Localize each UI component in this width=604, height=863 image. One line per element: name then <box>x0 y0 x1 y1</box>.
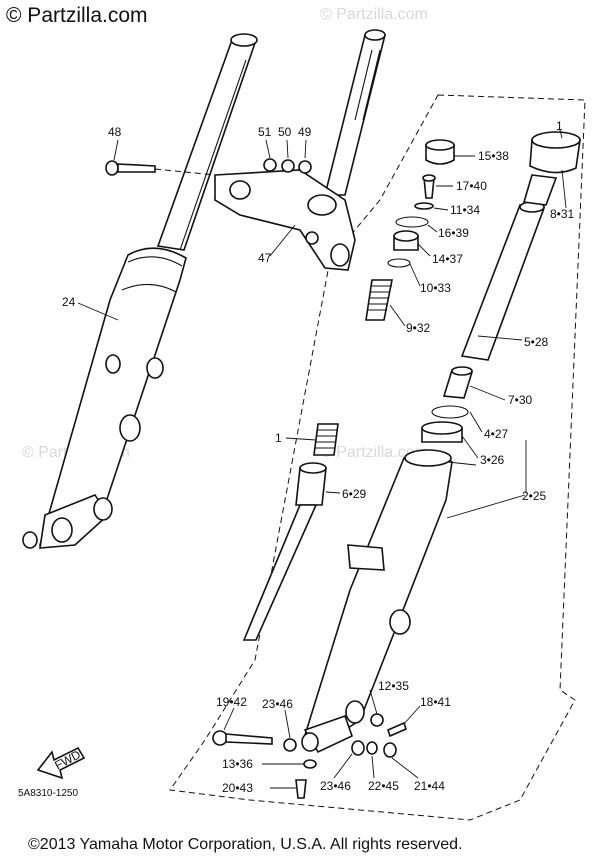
oil-seal-3-26[interactable] <box>421 421 463 443</box>
callout-4-27[interactable]: 4•27 <box>484 427 509 441</box>
callout-20-43[interactable]: 20•43 <box>222 781 253 795</box>
callout-12-35[interactable]: 12•35 <box>378 679 409 693</box>
washers-49-50-51[interactable] <box>263 158 312 174</box>
cap-bolt-14-37[interactable] <box>393 230 419 251</box>
under-bracket[interactable] <box>214 29 387 271</box>
cap-8-31[interactable] <box>529 131 581 174</box>
washer-22-45[interactable] <box>366 741 378 755</box>
callout-17-40[interactable]: 17•40 <box>456 179 487 193</box>
left-fork-assembly[interactable] <box>22 33 258 549</box>
copyright-notice: ©2013 Yamaha Motor Corporation, U.S.A. A… <box>28 836 463 853</box>
callout-7-30[interactable]: 7•30 <box>508 393 533 407</box>
callout-5-28[interactable]: 5•28 <box>524 335 549 349</box>
callout-23-46-right[interactable]: 23•46 <box>320 779 351 793</box>
nut-21-44[interactable] <box>383 742 397 758</box>
watermark-mid-center: © Partzilla.com <box>320 444 428 461</box>
callout-16-39[interactable]: 16•39 <box>438 226 469 240</box>
valve-17-40[interactable] <box>422 174 436 199</box>
circlip-16-39[interactable] <box>395 216 429 228</box>
callout-14-37[interactable]: 14•37 <box>432 252 463 266</box>
callout-6-29[interactable]: 6•29 <box>342 487 367 501</box>
fwd-arrow-icon <box>36 746 86 780</box>
callout-51[interactable]: 51 <box>258 125 272 139</box>
cap-15-38[interactable] <box>425 139 455 165</box>
callout-47[interactable]: 47 <box>258 251 272 265</box>
spring-9-32[interactable] <box>365 279 393 321</box>
spacer-8[interactable] <box>522 174 558 206</box>
washer-12-35[interactable] <box>370 713 384 727</box>
callout-9-32[interactable]: 9•32 <box>406 321 431 335</box>
callout-1b[interactable]: 1 <box>556 119 563 133</box>
axle-bolt-19-42[interactable] <box>212 730 273 746</box>
callout-15-38[interactable]: 15•38 <box>478 149 509 163</box>
callout-21-44[interactable]: 21•44 <box>414 779 445 793</box>
washer-23-46-right[interactable] <box>351 740 365 756</box>
watermark-top-center: © Partzilla.com <box>320 6 428 23</box>
exploded-view-boundary <box>169 94 586 821</box>
watermark-top-left: © Partzilla.com <box>6 4 148 27</box>
o-ring-11-34[interactable] <box>414 202 434 210</box>
callout-2-25[interactable]: 2•25 <box>522 489 547 503</box>
drawing-code: 5A8310-1250 <box>18 788 79 799</box>
bolt-18-41[interactable] <box>387 721 407 738</box>
spring-1[interactable] <box>313 423 339 456</box>
callout-24[interactable]: 24 <box>62 295 76 309</box>
callout-11-34[interactable]: 11•34 <box>450 203 480 217</box>
callout-23-46-left[interactable]: 23•46 <box>262 697 293 711</box>
damper-rod-6-29[interactable] <box>242 462 327 641</box>
callout-19-42[interactable]: 19•42 <box>216 695 247 709</box>
outer-tube-2-25[interactable] <box>301 449 453 754</box>
callout-22-45[interactable]: 22•45 <box>368 779 399 793</box>
callout-13-36[interactable]: 13•36 <box>222 757 253 771</box>
callout-8-31[interactable]: 8•31 <box>550 207 575 221</box>
o-ring-10-33[interactable] <box>387 258 411 268</box>
callout-10-33[interactable]: 10•33 <box>420 281 451 295</box>
bolt-48[interactable] <box>105 160 216 176</box>
callout-1[interactable]: 1 <box>275 431 282 445</box>
washer-23-46-left[interactable] <box>283 738 297 752</box>
callout-labels: 48 51 50 49 47 24 15•38 17•40 11•34 16•3… <box>52 119 574 795</box>
part-13-36[interactable] <box>303 759 317 769</box>
clip-4-27[interactable] <box>431 405 469 419</box>
bolt-20-43[interactable] <box>295 779 307 799</box>
callout-3-26[interactable]: 3•26 <box>480 453 505 467</box>
callout-18-41[interactable]: 18•41 <box>420 695 451 709</box>
callout-49[interactable]: 49 <box>298 125 312 139</box>
leader-lines <box>77 129 567 789</box>
callout-50[interactable]: 50 <box>278 125 292 139</box>
callout-48[interactable]: 48 <box>108 125 122 139</box>
bushing-7-30[interactable] <box>442 366 474 399</box>
